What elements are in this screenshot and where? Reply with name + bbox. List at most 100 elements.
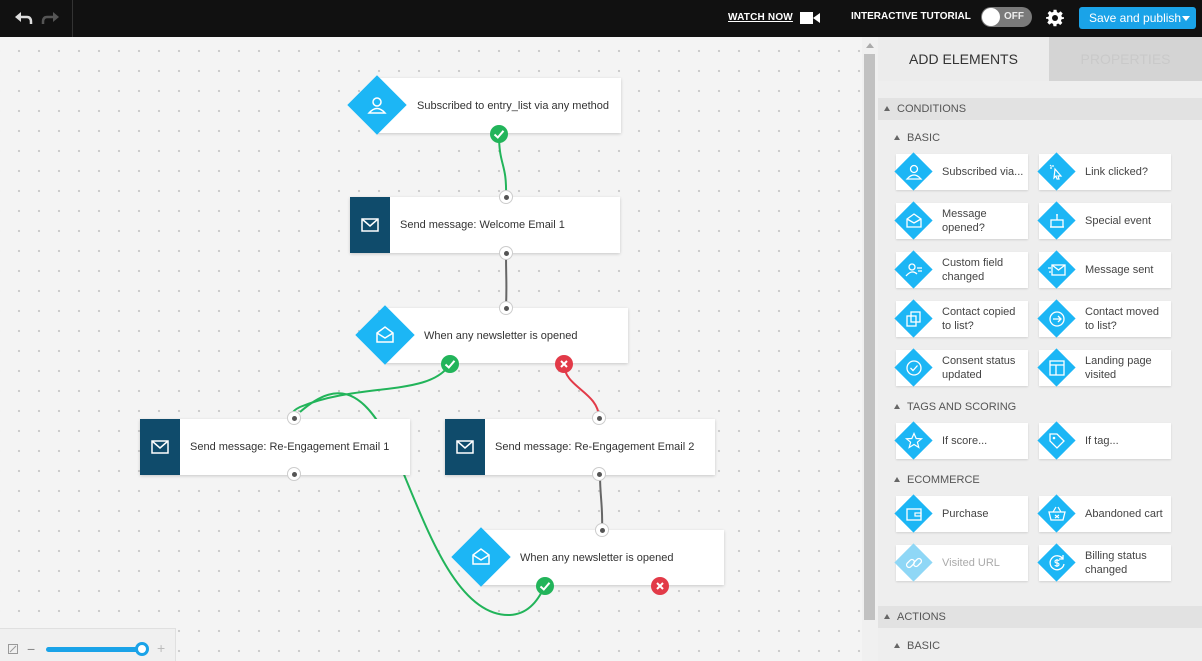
no-x-icon[interactable] bbox=[651, 577, 669, 595]
workflow-node-newsletter-opened-2[interactable]: When any newsletter is opened bbox=[481, 530, 724, 585]
output-port[interactable] bbox=[287, 467, 301, 481]
element-contact-copied[interactable]: Contact copied to list? bbox=[894, 299, 1028, 338]
fit-to-screen-icon[interactable] bbox=[8, 644, 18, 654]
open-envelope-icon bbox=[906, 213, 922, 228]
input-port[interactable] bbox=[287, 411, 301, 425]
section-actions[interactable]: ACTIONS bbox=[878, 606, 1202, 628]
scroll-up-icon[interactable] bbox=[866, 43, 874, 48]
element-if-tag[interactable]: If tag... bbox=[1037, 421, 1171, 460]
yes-check-icon[interactable] bbox=[490, 125, 508, 143]
canvas-scrollbar[interactable] bbox=[862, 37, 878, 661]
node-label: When any newsletter is opened bbox=[424, 329, 578, 342]
subsection-ecommerce[interactable]: ECOMMERCE bbox=[878, 470, 1202, 490]
dollar-cycle-icon bbox=[1049, 555, 1065, 571]
zoom-control: − + bbox=[0, 628, 176, 661]
star-icon bbox=[904, 432, 924, 449]
node-label: Subscribed to entry_list via any method bbox=[417, 99, 609, 112]
zoom-out-button[interactable]: − bbox=[27, 641, 36, 657]
element-link-clicked[interactable]: Link clicked? bbox=[1037, 152, 1171, 191]
element-billing-status[interactable]: Billing status changed bbox=[1037, 543, 1171, 582]
copy-icon bbox=[906, 311, 921, 327]
subsection-basic[interactable]: BASIC bbox=[878, 128, 1202, 148]
element-subscribed-via[interactable]: Subscribed via... bbox=[894, 152, 1028, 191]
arrow-circle-icon bbox=[1049, 311, 1065, 327]
toggle-knob bbox=[982, 8, 1000, 26]
card-label: Subscribed via... bbox=[942, 166, 1024, 178]
node-label: Send message: Re-Engagement Email 1 bbox=[190, 441, 390, 453]
workflow-node-reengagement-1[interactable]: Send message: Re-Engagement Email 1 bbox=[140, 419, 410, 475]
tab-add-elements[interactable]: ADD ELEMENTS bbox=[878, 37, 1049, 81]
workflow-canvas[interactable]: Subscribed to entry_list via any method … bbox=[0, 37, 862, 661]
input-port[interactable] bbox=[499, 301, 513, 315]
interactive-tutorial-label: INTERACTIVE TUTORIAL bbox=[851, 11, 971, 22]
save-and-publish-button[interactable]: Save and publish bbox=[1079, 7, 1196, 29]
card-label: Visited URL bbox=[942, 557, 1000, 569]
redo-icon[interactable] bbox=[40, 8, 62, 28]
workflow-node-reengagement-2[interactable]: Send message: Re-Engagement Email 2 bbox=[445, 419, 715, 475]
user-edit-icon bbox=[905, 263, 922, 277]
yes-check-icon[interactable] bbox=[536, 577, 554, 595]
node-label: Send message: Welcome Email 1 bbox=[400, 219, 565, 231]
card-label: Abandoned cart bbox=[1085, 508, 1163, 520]
output-port[interactable] bbox=[499, 246, 513, 260]
element-landing-page-visited[interactable]: Landing page visited bbox=[1037, 348, 1171, 387]
envelope-sent-icon bbox=[1048, 264, 1066, 276]
layout-icon bbox=[1049, 360, 1065, 376]
zoom-in-button[interactable]: + bbox=[157, 640, 166, 656]
card-label: Consent status updated bbox=[942, 355, 1016, 381]
elements-panel: ADD ELEMENTS PROPERTIES CONDITIONS BASIC… bbox=[878, 37, 1202, 661]
open-envelope-icon bbox=[376, 326, 394, 343]
undo-icon[interactable] bbox=[12, 8, 34, 28]
envelope-icon bbox=[456, 440, 474, 454]
node-label: When any newsletter is opened bbox=[520, 551, 674, 564]
card-label: If tag... bbox=[1085, 435, 1119, 447]
element-purchase[interactable]: Purchase bbox=[894, 494, 1028, 533]
element-message-opened[interactable]: Message opened? bbox=[894, 201, 1028, 240]
action-icon-box bbox=[140, 419, 180, 475]
card-label: If score... bbox=[942, 435, 988, 447]
tutorial-toggle[interactable]: OFF bbox=[981, 7, 1032, 27]
watch-now-link[interactable]: WATCH NOW bbox=[728, 12, 793, 23]
element-if-score[interactable]: If score... bbox=[894, 421, 1028, 460]
scrollbar-thumb[interactable] bbox=[864, 54, 875, 620]
tab-properties[interactable]: PROPERTIES bbox=[1049, 37, 1202, 81]
zoom-slider[interactable] bbox=[46, 647, 142, 652]
input-port[interactable] bbox=[592, 411, 606, 425]
workflow-node-welcome-email[interactable]: Send message: Welcome Email 1 bbox=[350, 197, 620, 253]
workflow-node-subscribed[interactable]: Subscribed to entry_list via any method bbox=[377, 78, 621, 133]
card-label: Contact copied to list? bbox=[942, 306, 1016, 332]
input-port[interactable] bbox=[499, 190, 513, 204]
card-label: Billing status changed bbox=[1085, 550, 1147, 576]
yes-check-icon[interactable] bbox=[441, 355, 459, 373]
top-toolbar: WATCH NOW INTERACTIVE TUTORIAL OFF Save … bbox=[0, 0, 1202, 37]
element-message-sent[interactable]: Message sent bbox=[1037, 250, 1171, 289]
chevron-down-icon[interactable] bbox=[1182, 16, 1190, 21]
subsection-tags-scoring[interactable]: TAGS AND SCORING bbox=[878, 397, 1202, 417]
element-special-event[interactable]: Special event bbox=[1037, 201, 1171, 240]
action-icon-box bbox=[445, 419, 485, 475]
no-x-icon[interactable] bbox=[555, 355, 573, 373]
card-label: Contact moved to list? bbox=[1085, 306, 1159, 332]
cursor-click-icon bbox=[1049, 164, 1063, 180]
element-contact-moved[interactable]: Contact moved to list? bbox=[1037, 299, 1171, 338]
card-label: Custom field changed bbox=[942, 257, 1004, 283]
subsection-actions-basic[interactable]: BASIC bbox=[878, 636, 1202, 656]
element-abandoned-cart[interactable]: Abandoned cart bbox=[1037, 494, 1171, 533]
element-custom-field-changed[interactable]: Custom field changed bbox=[894, 250, 1028, 289]
toggle-state: OFF bbox=[1004, 11, 1024, 22]
workflow-node-newsletter-opened[interactable]: When any newsletter is opened bbox=[385, 308, 628, 363]
card-label: Message opened? bbox=[942, 208, 987, 234]
publish-label: Save and publish bbox=[1089, 11, 1182, 25]
node-label: Send message: Re-Engagement Email 2 bbox=[495, 441, 695, 453]
gear-icon[interactable] bbox=[1046, 9, 1064, 27]
output-port[interactable] bbox=[592, 467, 606, 481]
section-conditions[interactable]: CONDITIONS bbox=[878, 98, 1202, 120]
element-visited-url[interactable]: Visited URL bbox=[894, 543, 1028, 582]
user-icon bbox=[367, 97, 387, 114]
element-consent-status[interactable]: Consent status updated bbox=[894, 348, 1028, 387]
action-icon-box bbox=[350, 197, 390, 253]
video-camera-icon[interactable] bbox=[800, 11, 820, 25]
zoom-slider-handle[interactable] bbox=[135, 642, 149, 656]
input-port[interactable] bbox=[595, 523, 609, 537]
card-label: Link clicked? bbox=[1085, 166, 1148, 178]
